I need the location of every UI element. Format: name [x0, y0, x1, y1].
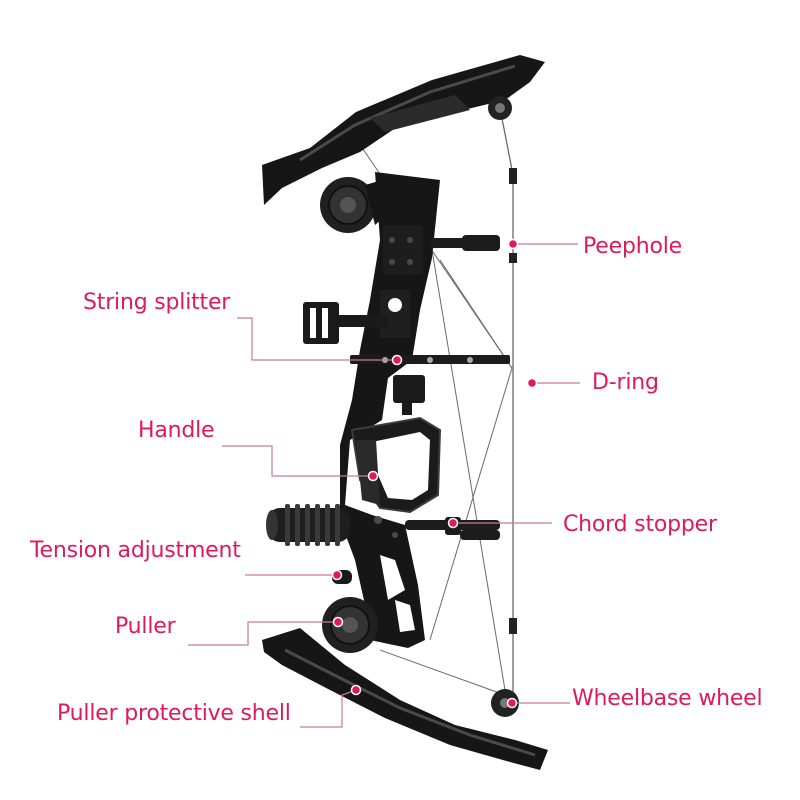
label-peephole: Peephole [583, 234, 682, 259]
dot-peephole [507, 238, 519, 250]
dot-puller-protective-shell [350, 684, 362, 696]
stabilizer-damper [266, 504, 350, 546]
label-wheelbase-wheel: Wheelbase wheel [572, 686, 763, 711]
upper-wheel [488, 96, 512, 120]
leader-puller [188, 621, 338, 646]
label-chord-stopper: Chord stopper [563, 512, 717, 537]
control-cable-4 [379, 649, 506, 696]
marker-dots [331, 238, 538, 709]
label-string-splitter: String splitter [83, 290, 231, 315]
dot-puller [332, 616, 344, 628]
label-tension-adjustment: Tension adjustment [30, 538, 241, 563]
control-cable-2 [431, 249, 506, 691]
dot-handle [367, 470, 379, 482]
leader-handle [222, 445, 373, 477]
dot-tension-adjustment [331, 569, 343, 581]
string-serving [509, 168, 517, 634]
dot-wheelbase-wheel [506, 697, 518, 709]
lower-limb [262, 628, 548, 770]
leader-puller-protective-shell [300, 689, 357, 728]
main-string [499, 107, 514, 700]
arrow-rest [393, 375, 425, 415]
label-puller: Puller [115, 614, 176, 639]
label-d-ring: D-ring [592, 370, 659, 395]
dot-d-ring [526, 377, 538, 389]
label-handle: Handle [138, 418, 215, 443]
upper-limb [262, 55, 545, 205]
riser [340, 172, 440, 648]
leader-string-splitter [237, 317, 397, 361]
cable-rod [430, 235, 500, 251]
handle-grip [350, 416, 442, 514]
sight-bracket [303, 302, 387, 344]
control-cable-3 [429, 259, 513, 641]
string-splitter-bar [350, 355, 510, 364]
leader-lines [188, 243, 580, 728]
lower-cam [322, 570, 378, 653]
dot-chord-stopper [447, 517, 459, 529]
dot-string-splitter [391, 354, 403, 366]
label-puller-protective-shell: Puller protective shell [57, 701, 291, 726]
